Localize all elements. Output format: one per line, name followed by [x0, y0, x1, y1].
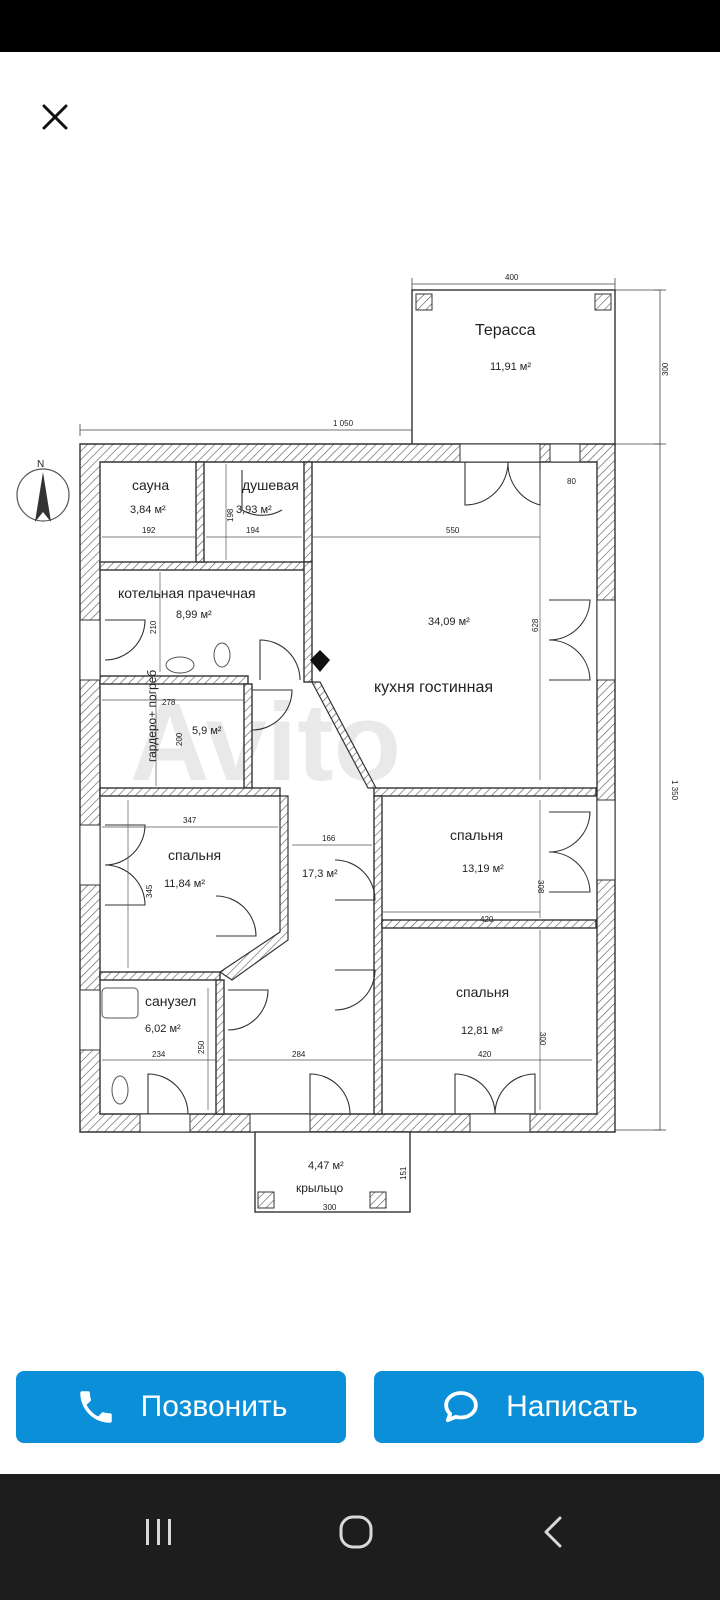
- dim-label: 550: [446, 526, 460, 535]
- floor-plan-image: Avito: [0, 260, 720, 1260]
- watermark: Avito: [130, 681, 401, 804]
- message-button[interactable]: Написать: [374, 1371, 704, 1443]
- room-area-wardrobe-cellar: 5,9 м²: [192, 725, 222, 737]
- contact-actions: Позвонить Написать: [16, 1371, 704, 1443]
- dim-label: 308: [536, 880, 545, 894]
- system-navigation-bar: [0, 1474, 720, 1600]
- room-area-boiler-laundry: 8,99 м²: [176, 609, 212, 621]
- room-name-bedroom-east: спальня: [450, 827, 503, 843]
- dim-label: 300: [661, 362, 670, 376]
- room-name-kitchen-living: кухня гостинная: [374, 679, 493, 696]
- recent-apps-button[interactable]: [128, 1502, 188, 1562]
- home-button[interactable]: [326, 1502, 386, 1562]
- home-icon: [339, 1515, 373, 1549]
- dim-label: 1 350: [670, 780, 679, 801]
- dim-label: 234: [152, 1050, 166, 1059]
- dim-label: 400: [505, 273, 519, 282]
- close-button[interactable]: [30, 92, 80, 142]
- room-name-porch: крыльцо: [296, 1181, 344, 1195]
- dim-label: 420: [478, 1050, 492, 1059]
- room-area-bedroom-east: 13,19 м²: [462, 863, 504, 875]
- dim-label: 151: [399, 1166, 408, 1180]
- room-name-shower: душевая: [242, 477, 299, 493]
- dim-label: 300: [323, 1203, 337, 1212]
- chat-bubble-icon: [444, 1391, 478, 1423]
- message-button-label: Написать: [506, 1390, 638, 1423]
- room-name-terrace: Терасса: [475, 322, 536, 339]
- room-name-boiler-laundry: котельная прачечная: [118, 585, 256, 601]
- room-area-hallway: 17,3 м²: [302, 868, 338, 880]
- room-area-terrace: 11,91 м²: [490, 361, 531, 373]
- dim-label: 194: [246, 526, 260, 535]
- status-bar: [0, 0, 720, 52]
- dim-label: 278: [162, 698, 176, 707]
- room-area-shower: 3,93 м²: [236, 504, 272, 516]
- room-name-wardrobe-cellar: гардеро+ погреб: [145, 670, 159, 762]
- back-icon: [544, 1516, 562, 1548]
- dim-label: 210: [149, 620, 158, 634]
- recent-apps-icon: [146, 1519, 171, 1545]
- close-icon: [42, 104, 68, 130]
- back-button[interactable]: [524, 1502, 584, 1562]
- dim-label: 192: [142, 526, 156, 535]
- dim-label: 628: [531, 618, 540, 632]
- dim-label: 347: [183, 816, 197, 825]
- dim-label: 250: [197, 1040, 206, 1054]
- room-name-bathroom: санузел: [145, 993, 196, 1009]
- dim-label: 300: [538, 1032, 547, 1046]
- dim-label: 345: [145, 884, 154, 898]
- dim-label: 1 050: [333, 419, 354, 428]
- dim-label: 284: [292, 1050, 306, 1059]
- call-button[interactable]: Позвонить: [16, 1371, 346, 1443]
- compass-north-label: N: [37, 459, 44, 470]
- room-name-bedroom-west: спальня: [168, 847, 221, 863]
- room-area-sauna: 3,84 м²: [130, 504, 166, 516]
- room-area-bedroom-south: 12,81 м²: [461, 1025, 503, 1037]
- dim-label: 198: [226, 508, 235, 522]
- room-area-bathroom: 6,02 м²: [145, 1023, 181, 1035]
- dim-label: 200: [175, 732, 184, 746]
- dim-label: 420: [480, 915, 494, 924]
- room-area-kitchen-living: 34,09 м²: [428, 616, 470, 628]
- north-arrow-icon: N: [16, 459, 70, 522]
- room-name-sauna: сауна: [132, 477, 169, 493]
- room-area-porch: 4,47 м²: [308, 1160, 344, 1172]
- call-button-label: Позвонить: [140, 1390, 288, 1423]
- room-name-bedroom-south: спальня: [456, 984, 509, 1000]
- room-area-bedroom-west: 11,84 м²: [164, 878, 205, 890]
- dim-label: 80: [567, 477, 576, 486]
- dim-label: 166: [322, 834, 336, 843]
- phone-icon: [79, 1391, 112, 1423]
